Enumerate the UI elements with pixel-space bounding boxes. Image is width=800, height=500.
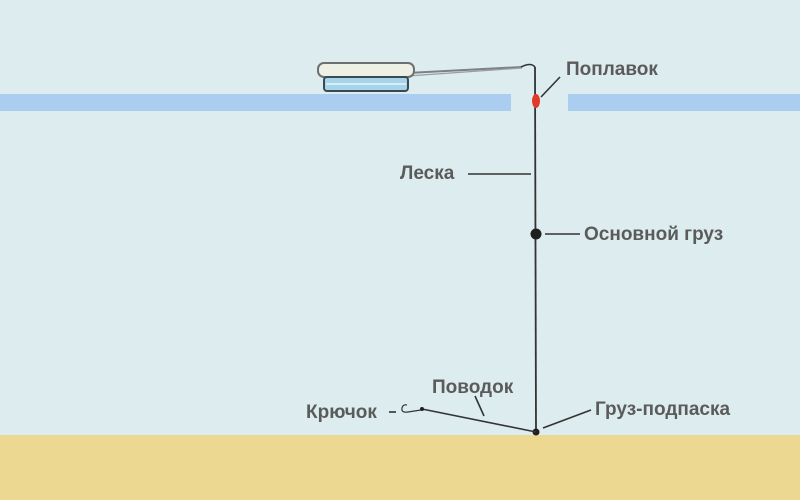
fishing-line: [534, 66, 537, 433]
leader-line: [421, 408, 537, 433]
ice-layer-right: [568, 94, 800, 111]
winter-fishing-rod-icon: [317, 62, 536, 92]
rod-line-tip: [520, 63, 536, 68]
ice-layer-left: [0, 94, 511, 111]
bottom-weight-pointer: [542, 409, 592, 429]
leader-label: Поводок: [432, 377, 514, 398]
hook-label: Крючок: [306, 402, 377, 423]
line-label: Леска: [400, 163, 455, 184]
bottom-ground: [0, 435, 800, 500]
float-pointer: [540, 76, 561, 98]
main-weight-label: Основной груз: [584, 224, 724, 245]
float-label: Поплавок: [566, 59, 658, 80]
fishing-hook-icon: [401, 404, 422, 413]
leader-pointer: [474, 395, 485, 417]
main-weight-marker: [530, 228, 542, 240]
bottom-weight-label: Груз-подпаска: [595, 399, 731, 420]
rod-handle: [317, 62, 415, 78]
rod-tip: [407, 66, 523, 74]
float-marker: [532, 94, 540, 108]
